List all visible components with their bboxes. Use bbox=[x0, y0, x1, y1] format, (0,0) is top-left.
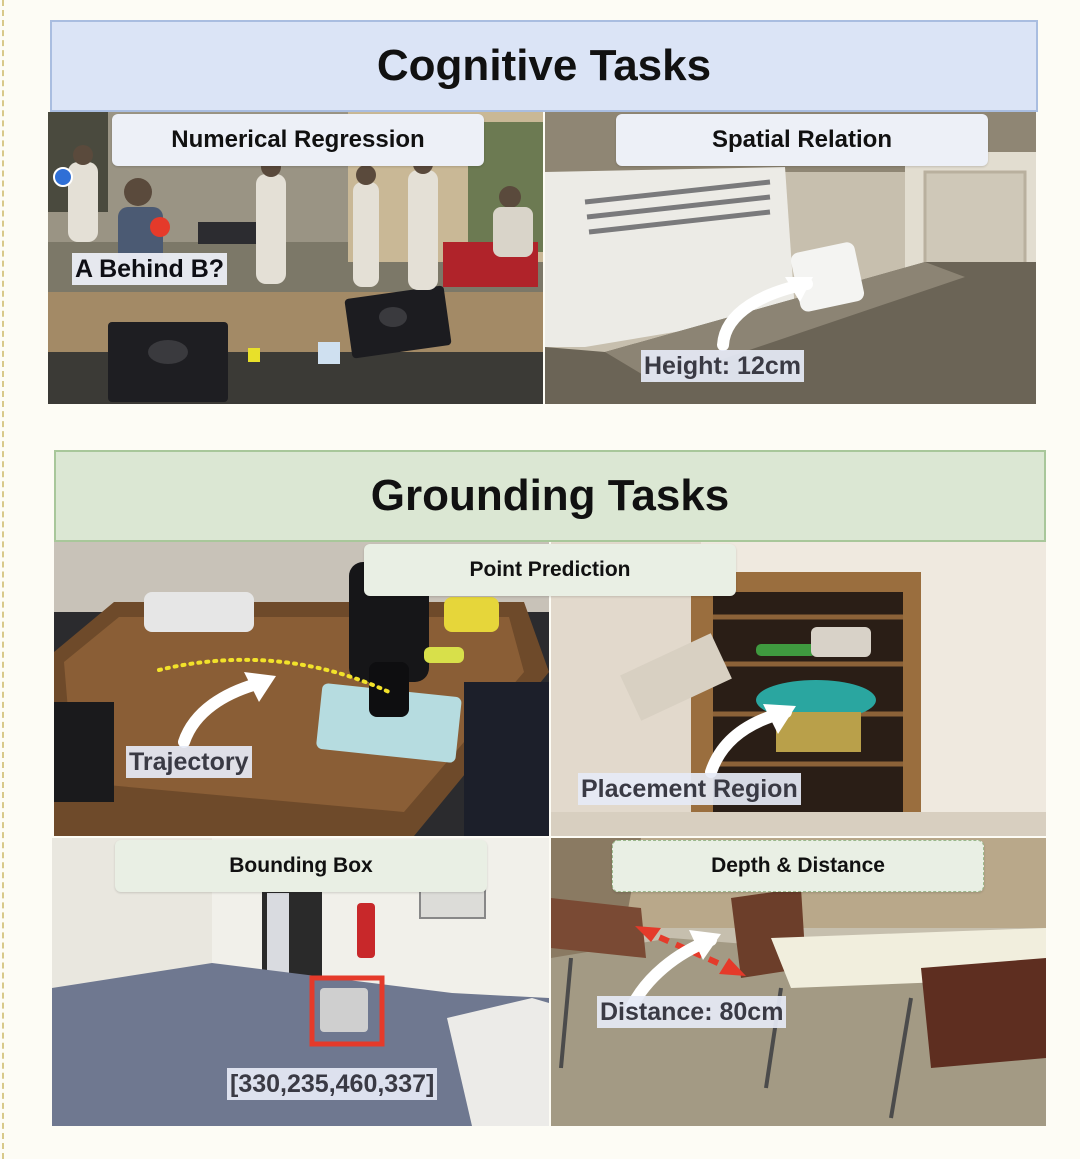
height-annotation: Height: 12cm bbox=[641, 350, 804, 382]
grounding-tasks-header: Grounding Tasks bbox=[54, 450, 1046, 542]
spatial-relation-label: Spatial Relation bbox=[616, 114, 988, 166]
trajectory-annotation: Trajectory bbox=[126, 746, 252, 778]
numerical-regression-label: Numerical Regression bbox=[112, 114, 484, 166]
distance-annotation: Distance: 80cm bbox=[597, 996, 787, 1028]
bounding-box-label: Bounding Box bbox=[115, 840, 487, 892]
depth-distance-label: Depth & Distance bbox=[612, 840, 984, 892]
placement-region-annotation: Placement Region bbox=[578, 773, 801, 805]
point-prediction-label: Point Prediction bbox=[364, 544, 736, 596]
page-border bbox=[2, 0, 5, 1159]
behind-question-annotation: A Behind B? bbox=[72, 253, 228, 285]
cognitive-tasks-header: Cognitive Tasks bbox=[50, 20, 1038, 112]
bbox-coordinates-annotation: [330,235,460,337] bbox=[227, 1068, 438, 1100]
